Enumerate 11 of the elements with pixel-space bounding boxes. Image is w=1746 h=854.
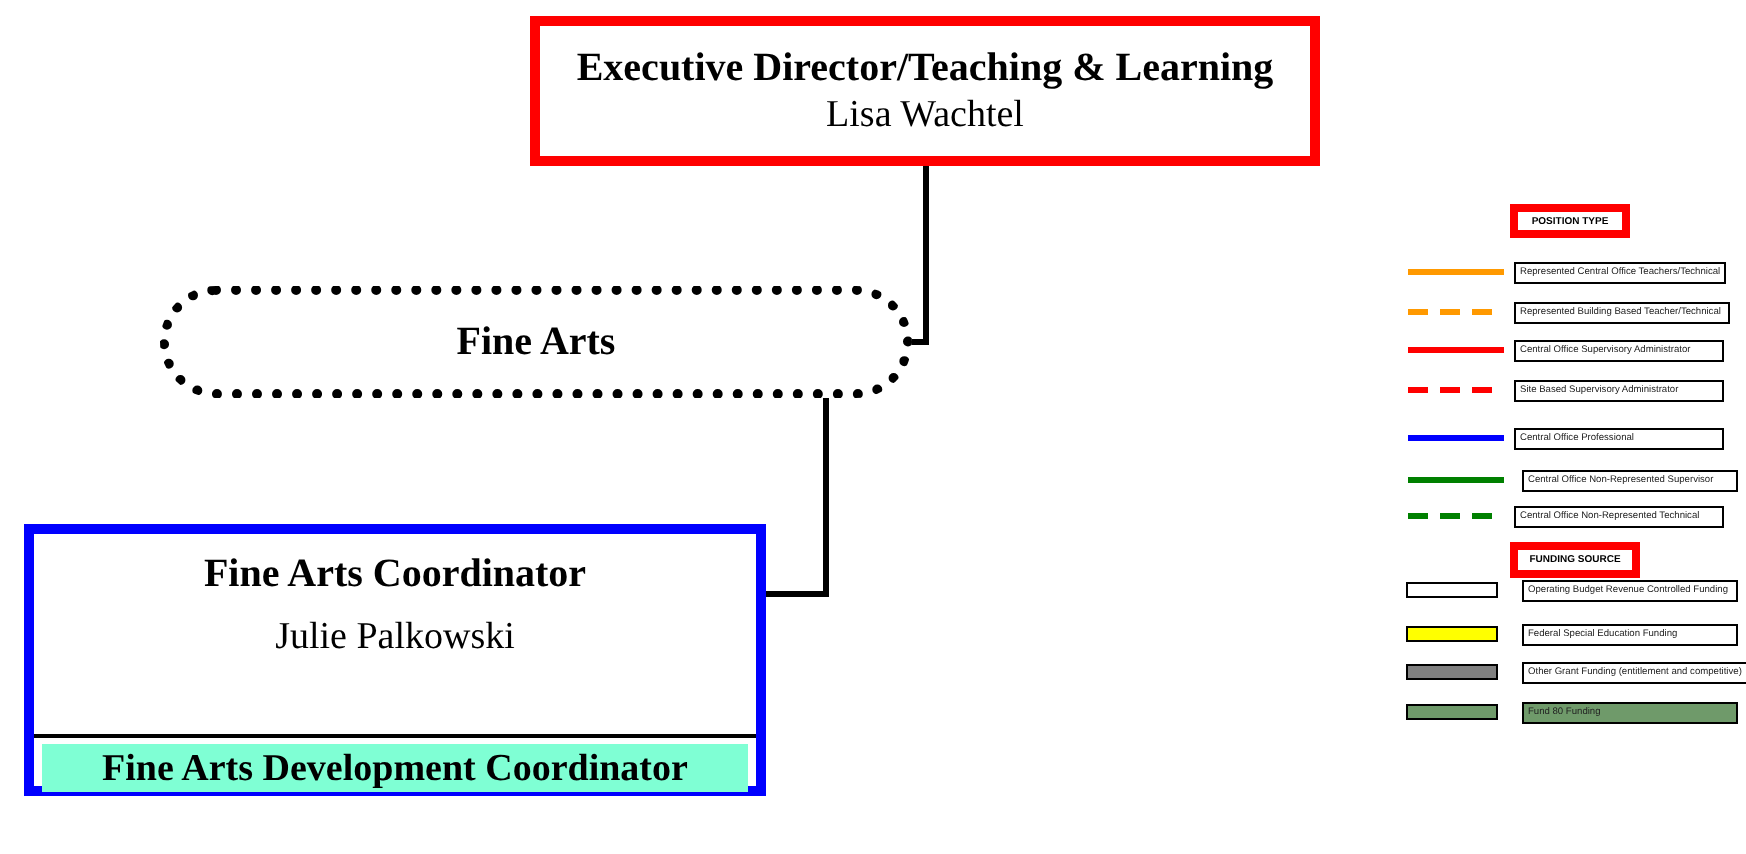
person-name: Lisa Wachtel: [826, 92, 1024, 140]
connector-line: [766, 398, 829, 597]
connector-line: [912, 166, 929, 345]
position-title: Executive Director/Teaching & Learning: [576, 44, 1274, 92]
position-title: Fine Arts: [456, 318, 616, 366]
person-name: Julie Palkowski: [275, 614, 515, 662]
position-title: Fine Arts Coordinator: [203, 550, 587, 598]
position-title: Fine Arts Development Coordinator: [42, 744, 748, 792]
position-box: [530, 16, 1320, 166]
sub-position-box: [34, 734, 756, 796]
position-box: [24, 524, 766, 796]
